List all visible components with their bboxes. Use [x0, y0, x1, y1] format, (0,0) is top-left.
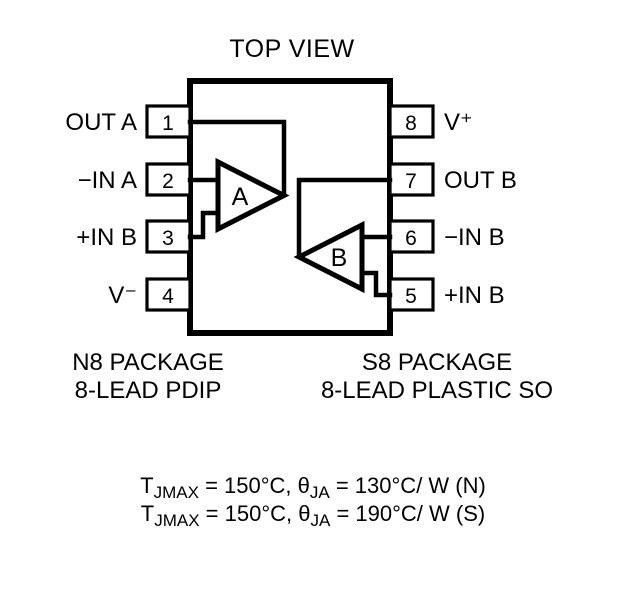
package-left-line1: N8 PACKAGE	[72, 349, 224, 376]
pin-3-number: 3	[162, 227, 174, 250]
thermal-2-thetasub: JA	[310, 511, 331, 530]
wire-pin1-to-opamp-a-output	[187, 119, 287, 196]
pin-4-label: V⁻	[108, 282, 137, 309]
opamp-b-triangle	[293, 220, 365, 294]
ic-body-outline	[187, 78, 393, 336]
thermal-2-rest: = 190°C/ W (S)	[330, 501, 485, 526]
pin-1-label: OUT A	[65, 109, 137, 136]
pin-4-box	[145, 277, 192, 312]
pin-4-number: 4	[162, 285, 174, 308]
thermal-1-rest: = 130°C/ W (N)	[330, 473, 486, 498]
thermal-1-tsub: JMAX	[154, 483, 199, 502]
pin-5-number: 5	[405, 285, 417, 308]
pin-1-number: 1	[162, 112, 174, 135]
opamp-a-triangle	[215, 157, 290, 234]
thermal-note-line2: TJMAX = 150°C, θJA = 190°C/ W (S)	[141, 501, 485, 530]
pin-5-label: +IN B	[444, 282, 505, 309]
wire-pin7-to-opamp-b-output	[296, 177, 393, 257]
thermal-note-line1: TJMAX = 150°C, θJA = 130°C/ W (N)	[140, 473, 486, 502]
opamp-a-label: A	[232, 183, 249, 211]
thermal-1-mid: = 150°C, θ	[199, 473, 310, 498]
pin-6-number: 6	[405, 227, 417, 250]
thermal-2-mid: = 150°C, θ	[200, 501, 311, 526]
wire-pin5-to-opamp-b-noninverting-input	[359, 270, 393, 298]
pin-7-number: 7	[405, 170, 417, 193]
opamp-b-label: B	[331, 244, 348, 272]
package-right-line2: 8-LEAD PLASTIC SO	[321, 377, 553, 404]
pin-2-box	[145, 162, 192, 197]
thermal-2-t: T	[141, 501, 154, 526]
pin-8-label: V⁺	[444, 109, 473, 136]
package-right-line1: S8 PACKAGE	[362, 349, 512, 376]
pin-1-box	[145, 104, 192, 139]
pin-6-label: −IN B	[444, 224, 505, 251]
package-left-line2: 8-LEAD PDIP	[75, 377, 222, 404]
top-view-title: TOP VIEW	[229, 35, 354, 63]
thermal-2-tsub: JMAX	[154, 511, 199, 530]
pin-2-number: 2	[162, 170, 174, 193]
pin-8-number: 8	[405, 112, 417, 135]
pin-2-label: −IN A	[78, 167, 137, 194]
pin-3-label: +IN B	[76, 224, 137, 251]
thermal-1-t: T	[140, 473, 153, 498]
pin-8-box	[388, 104, 435, 139]
pin-7-label: OUT B	[444, 167, 517, 194]
wire-pin3-to-opamp-a-noninverting-input	[187, 210, 221, 240]
thermal-1-thetasub: JA	[310, 483, 331, 502]
